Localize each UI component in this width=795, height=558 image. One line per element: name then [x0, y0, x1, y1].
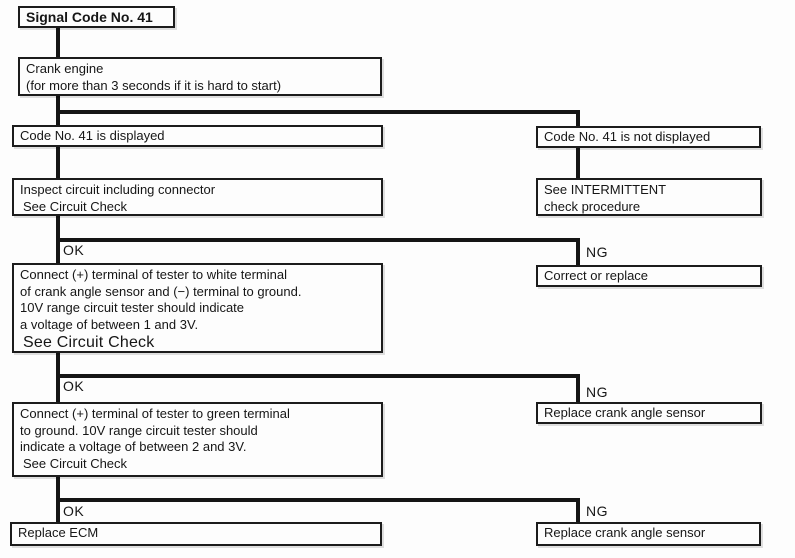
connector-line: [56, 110, 580, 114]
branch-label-ng-2: NG: [586, 384, 608, 400]
node-replace-ecm: Replace ECM: [10, 522, 382, 546]
node-text-line: Code No. 41 is displayed: [20, 128, 165, 143]
node-code-displayed: Code No. 41 is displayed: [12, 125, 383, 147]
node-text-line: Replace crank angle sensor: [544, 405, 706, 420]
connector-line: [576, 238, 580, 265]
node-text-line: See INTERMITTENT: [544, 182, 667, 197]
node-text-line: a voltage of between 1 and 3V.: [20, 316, 199, 332]
connector-line: [576, 147, 580, 178]
branch-label-ng-3: NG: [586, 503, 608, 519]
node-code-not-displayed: Code No. 41 is not displayed: [536, 126, 761, 148]
node-text-line: See Circuit Check: [23, 334, 155, 351]
branch-label-ok-3: OK: [63, 503, 85, 519]
connector-line: [56, 374, 580, 378]
node-inspect-circuit: Inspect circuit including connector See …: [12, 178, 383, 216]
node-text-line: Replace crank angle sensor: [544, 525, 706, 540]
branch-label-ok-2: OK: [63, 378, 85, 394]
node-text-line: check procedure: [544, 198, 641, 214]
node-text-line: See Circuit Check: [23, 455, 128, 471]
node-text-line: Crank engine: [26, 61, 104, 76]
node-see-intermittent: See INTERMITTENT check procedure: [536, 178, 762, 216]
node-text-line: (for more than 3 seconds if it is hard t…: [26, 77, 282, 93]
branch-label-ng-1: NG: [586, 244, 608, 260]
node-text-line: 10V range circuit tester should indicate: [20, 300, 245, 315]
node-text-line: indicate a voltage of between 2 and 3V.: [20, 439, 247, 454]
node-text-line: Replace ECM: [18, 525, 99, 540]
node-test-green-terminal: Connect (+) terminal of tester to green …: [12, 402, 383, 477]
connector-line: [56, 238, 580, 242]
connector-line: [56, 498, 580, 502]
node-crank-engine: Crank engine (for more than 3 seconds if…: [18, 57, 382, 96]
node-text-line: to ground. 10V range circuit tester shou…: [20, 422, 258, 438]
connector-line: [56, 146, 60, 178]
node-text-line: Correct or replace: [544, 268, 649, 283]
node-replace-crank-angle-sensor-2: Replace crank angle sensor: [536, 522, 761, 546]
connector-line: [576, 374, 580, 402]
node-replace-crank-angle-sensor-1: Replace crank angle sensor: [536, 402, 762, 424]
node-test-white-terminal: Connect (+) terminal of tester to white …: [12, 263, 383, 353]
branch-label-ok-1: OK: [63, 242, 85, 258]
node-text-line: of crank angle sensor and (−) terminal t…: [20, 283, 302, 299]
connector-line: [576, 498, 580, 522]
node-correct-or-replace: Correct or replace: [536, 265, 762, 287]
node-text-line: Code No. 41 is not displayed: [544, 129, 711, 144]
node-text-line: Inspect circuit including connector: [20, 182, 216, 197]
node-signal-code: Signal Code No. 41: [18, 6, 175, 28]
node-text-line: See Circuit Check: [23, 198, 128, 214]
node-text-line: Connect (+) terminal of tester to white …: [20, 267, 287, 282]
node-text-line: Connect (+) terminal of tester to green …: [20, 406, 290, 421]
connector-line: [576, 110, 580, 126]
connector-line: [56, 26, 60, 57]
node-text-line: Signal Code No. 41: [26, 9, 153, 25]
